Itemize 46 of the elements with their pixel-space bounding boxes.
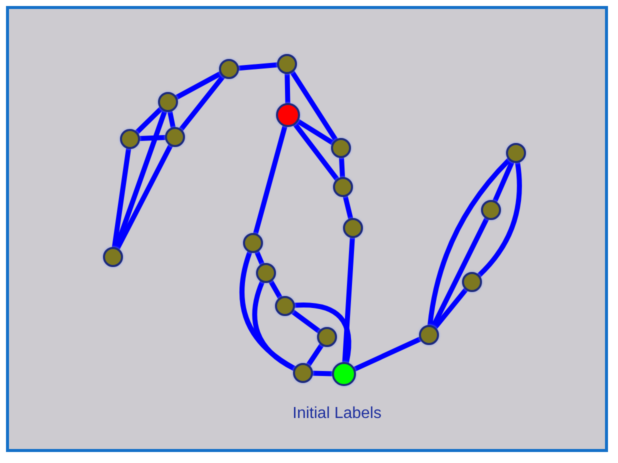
connector-line <box>296 118 335 146</box>
connector-line <box>134 106 164 135</box>
vertex-circle <box>276 103 300 127</box>
vertex-circle <box>120 129 140 149</box>
vertex-circle <box>343 218 363 238</box>
connector-line <box>306 342 324 368</box>
connector-line <box>428 158 512 328</box>
connector-line <box>342 194 354 221</box>
connector-line <box>352 336 422 372</box>
connector-line <box>292 122 340 182</box>
vertex-circle <box>331 138 351 158</box>
vertex-circle <box>419 325 439 345</box>
vertex-circle <box>158 92 178 112</box>
vertex-circle <box>277 54 297 74</box>
vertex-circle <box>506 143 526 163</box>
vertex-circle <box>333 177 353 197</box>
connector-line <box>290 70 338 142</box>
connector-line <box>268 279 282 300</box>
caption-text: Initial Labels <box>292 405 382 423</box>
connector-line <box>254 250 265 266</box>
connector-line <box>476 160 522 278</box>
vertex-circle <box>275 296 295 316</box>
vertex-circle <box>293 363 313 383</box>
connector-line <box>178 74 226 132</box>
connector-line <box>252 280 297 372</box>
vertex-circle <box>317 327 337 347</box>
vertex-circle <box>332 362 356 386</box>
connector-line <box>432 287 468 330</box>
connector-line <box>339 155 345 180</box>
vertex-circle <box>462 272 482 292</box>
connector-line <box>112 146 132 250</box>
vertex-circle <box>165 127 185 147</box>
connector-line <box>342 235 355 365</box>
connector-line <box>253 124 288 236</box>
connector-line <box>492 160 514 204</box>
connector-line <box>284 72 290 106</box>
vertex-circle <box>481 200 501 220</box>
vertex-circle <box>243 233 263 253</box>
vertex-circle <box>219 59 239 79</box>
vertex-circle <box>256 263 276 283</box>
connector-line <box>310 370 334 376</box>
connector-line <box>167 109 176 130</box>
connector-line <box>290 309 322 334</box>
vertex-circle <box>103 247 123 267</box>
connector-line <box>138 134 168 142</box>
connector-line <box>174 71 223 100</box>
